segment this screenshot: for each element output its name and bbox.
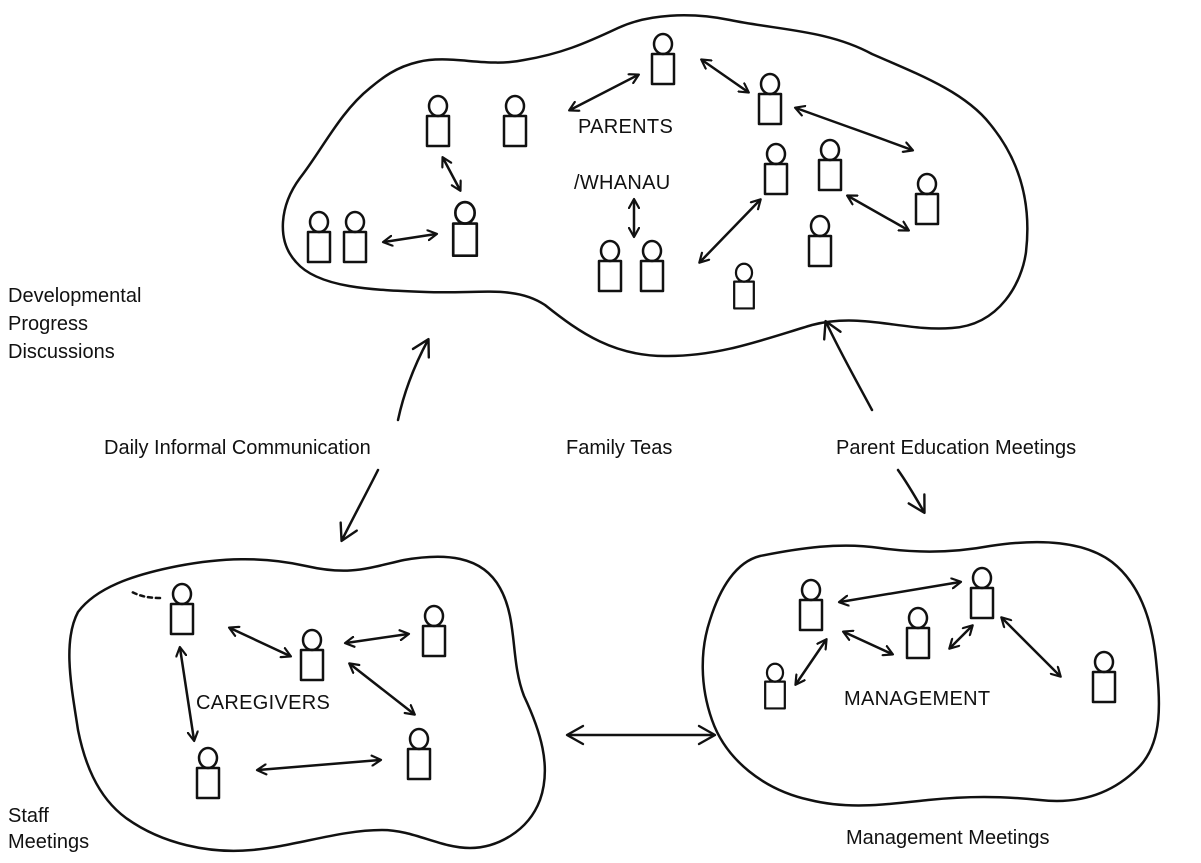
developmental-label-line1: Developmental xyxy=(8,285,142,307)
parent-education-label: Parent Education Meetings xyxy=(836,437,1077,459)
developmental-label-line2: Progress xyxy=(8,313,89,335)
caregivers-arrows xyxy=(130,590,414,770)
staff-meetings-line2: Meetings xyxy=(8,831,90,853)
inter-group-arrows xyxy=(339,319,926,746)
management-arrows xyxy=(796,582,1060,684)
family-teas-label: Family Teas xyxy=(566,437,673,459)
caregivers-label: CAREGIVERS xyxy=(196,692,331,714)
parent-education-arrow-up xyxy=(822,319,874,412)
daily-communication-arrow-up xyxy=(396,337,431,422)
caregivers-blob xyxy=(68,555,547,853)
management-label: MANAGEMENT xyxy=(844,688,991,710)
developmental-label-line3: Discussions xyxy=(8,341,115,363)
parents-arrows xyxy=(384,60,912,262)
parents-label-line2: /WHANAU xyxy=(574,172,671,194)
parents-whanau-blob xyxy=(281,14,1029,358)
parent-education-arrow-down xyxy=(896,468,926,515)
management-meetings-label: Management Meetings xyxy=(846,827,1050,849)
daily-communication-label: Daily Informal Communication xyxy=(104,437,371,459)
staff-meetings-line1: Staff xyxy=(8,805,49,827)
parents-label-line1: PARENTS xyxy=(578,116,674,138)
daily-communication-arrow-down xyxy=(339,468,380,543)
management-blob xyxy=(701,540,1161,807)
